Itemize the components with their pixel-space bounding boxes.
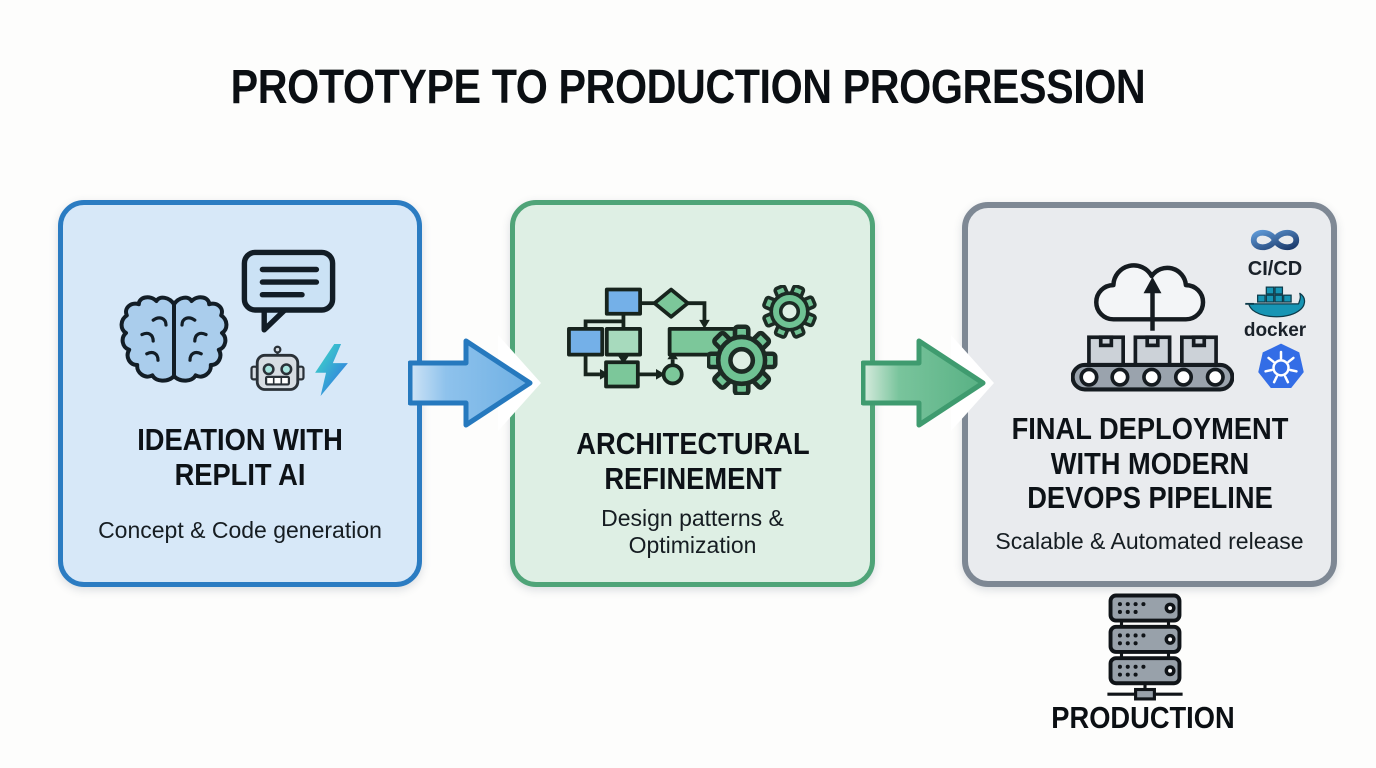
stage-subtitle: Scalable & Automated release (995, 528, 1304, 554)
stage-subtitle: Design patterns & Optimization (601, 505, 784, 559)
stage-title: ARCHITECTURAL REFINEMENT (575, 426, 810, 496)
brain-icon (119, 295, 229, 383)
production-label: PRODUCTION (1051, 700, 1235, 735)
server-rack-icon (1107, 593, 1183, 701)
flow-arrow-1-icon (408, 335, 541, 431)
chat-bubble-icon (241, 249, 336, 333)
stage-title: IDEATION WITH REPLIT AI (137, 422, 343, 492)
stage-card-ideation: IDEATION WITH REPLIT AI Concept & Code g… (58, 200, 422, 587)
stage-card-architecture: ARCHITECTURAL REFINEMENT Design patterns… (510, 200, 875, 587)
cicd-icon (1250, 229, 1300, 251)
page-title: PROTOTYPE TO PRODUCTION PROGRESSION (230, 61, 1146, 115)
kubernetes-icon (1258, 343, 1304, 388)
cloud-upload-icon (1094, 263, 1206, 331)
stage-subtitle: Concept & Code generation (98, 517, 382, 543)
stage-card-deployment: CI/CD docker (962, 202, 1337, 587)
flow-arrow-2-icon (861, 335, 994, 431)
stage-title: FINAL DEPLOYMENT WITH MODERN DEVOPS PIPE… (1011, 411, 1288, 516)
conveyor-belt-icon (1071, 335, 1234, 392)
lightning-bolt-icon (315, 344, 348, 396)
gears-icon (707, 285, 817, 395)
robot-icon (250, 345, 305, 391)
docker-icon (1245, 286, 1306, 318)
cicd-label: CI/CD (1247, 258, 1303, 280)
docker-label: docker (1243, 320, 1307, 341)
flowchart-icon (567, 287, 745, 389)
deployment-pipeline-icon (1071, 263, 1234, 392)
